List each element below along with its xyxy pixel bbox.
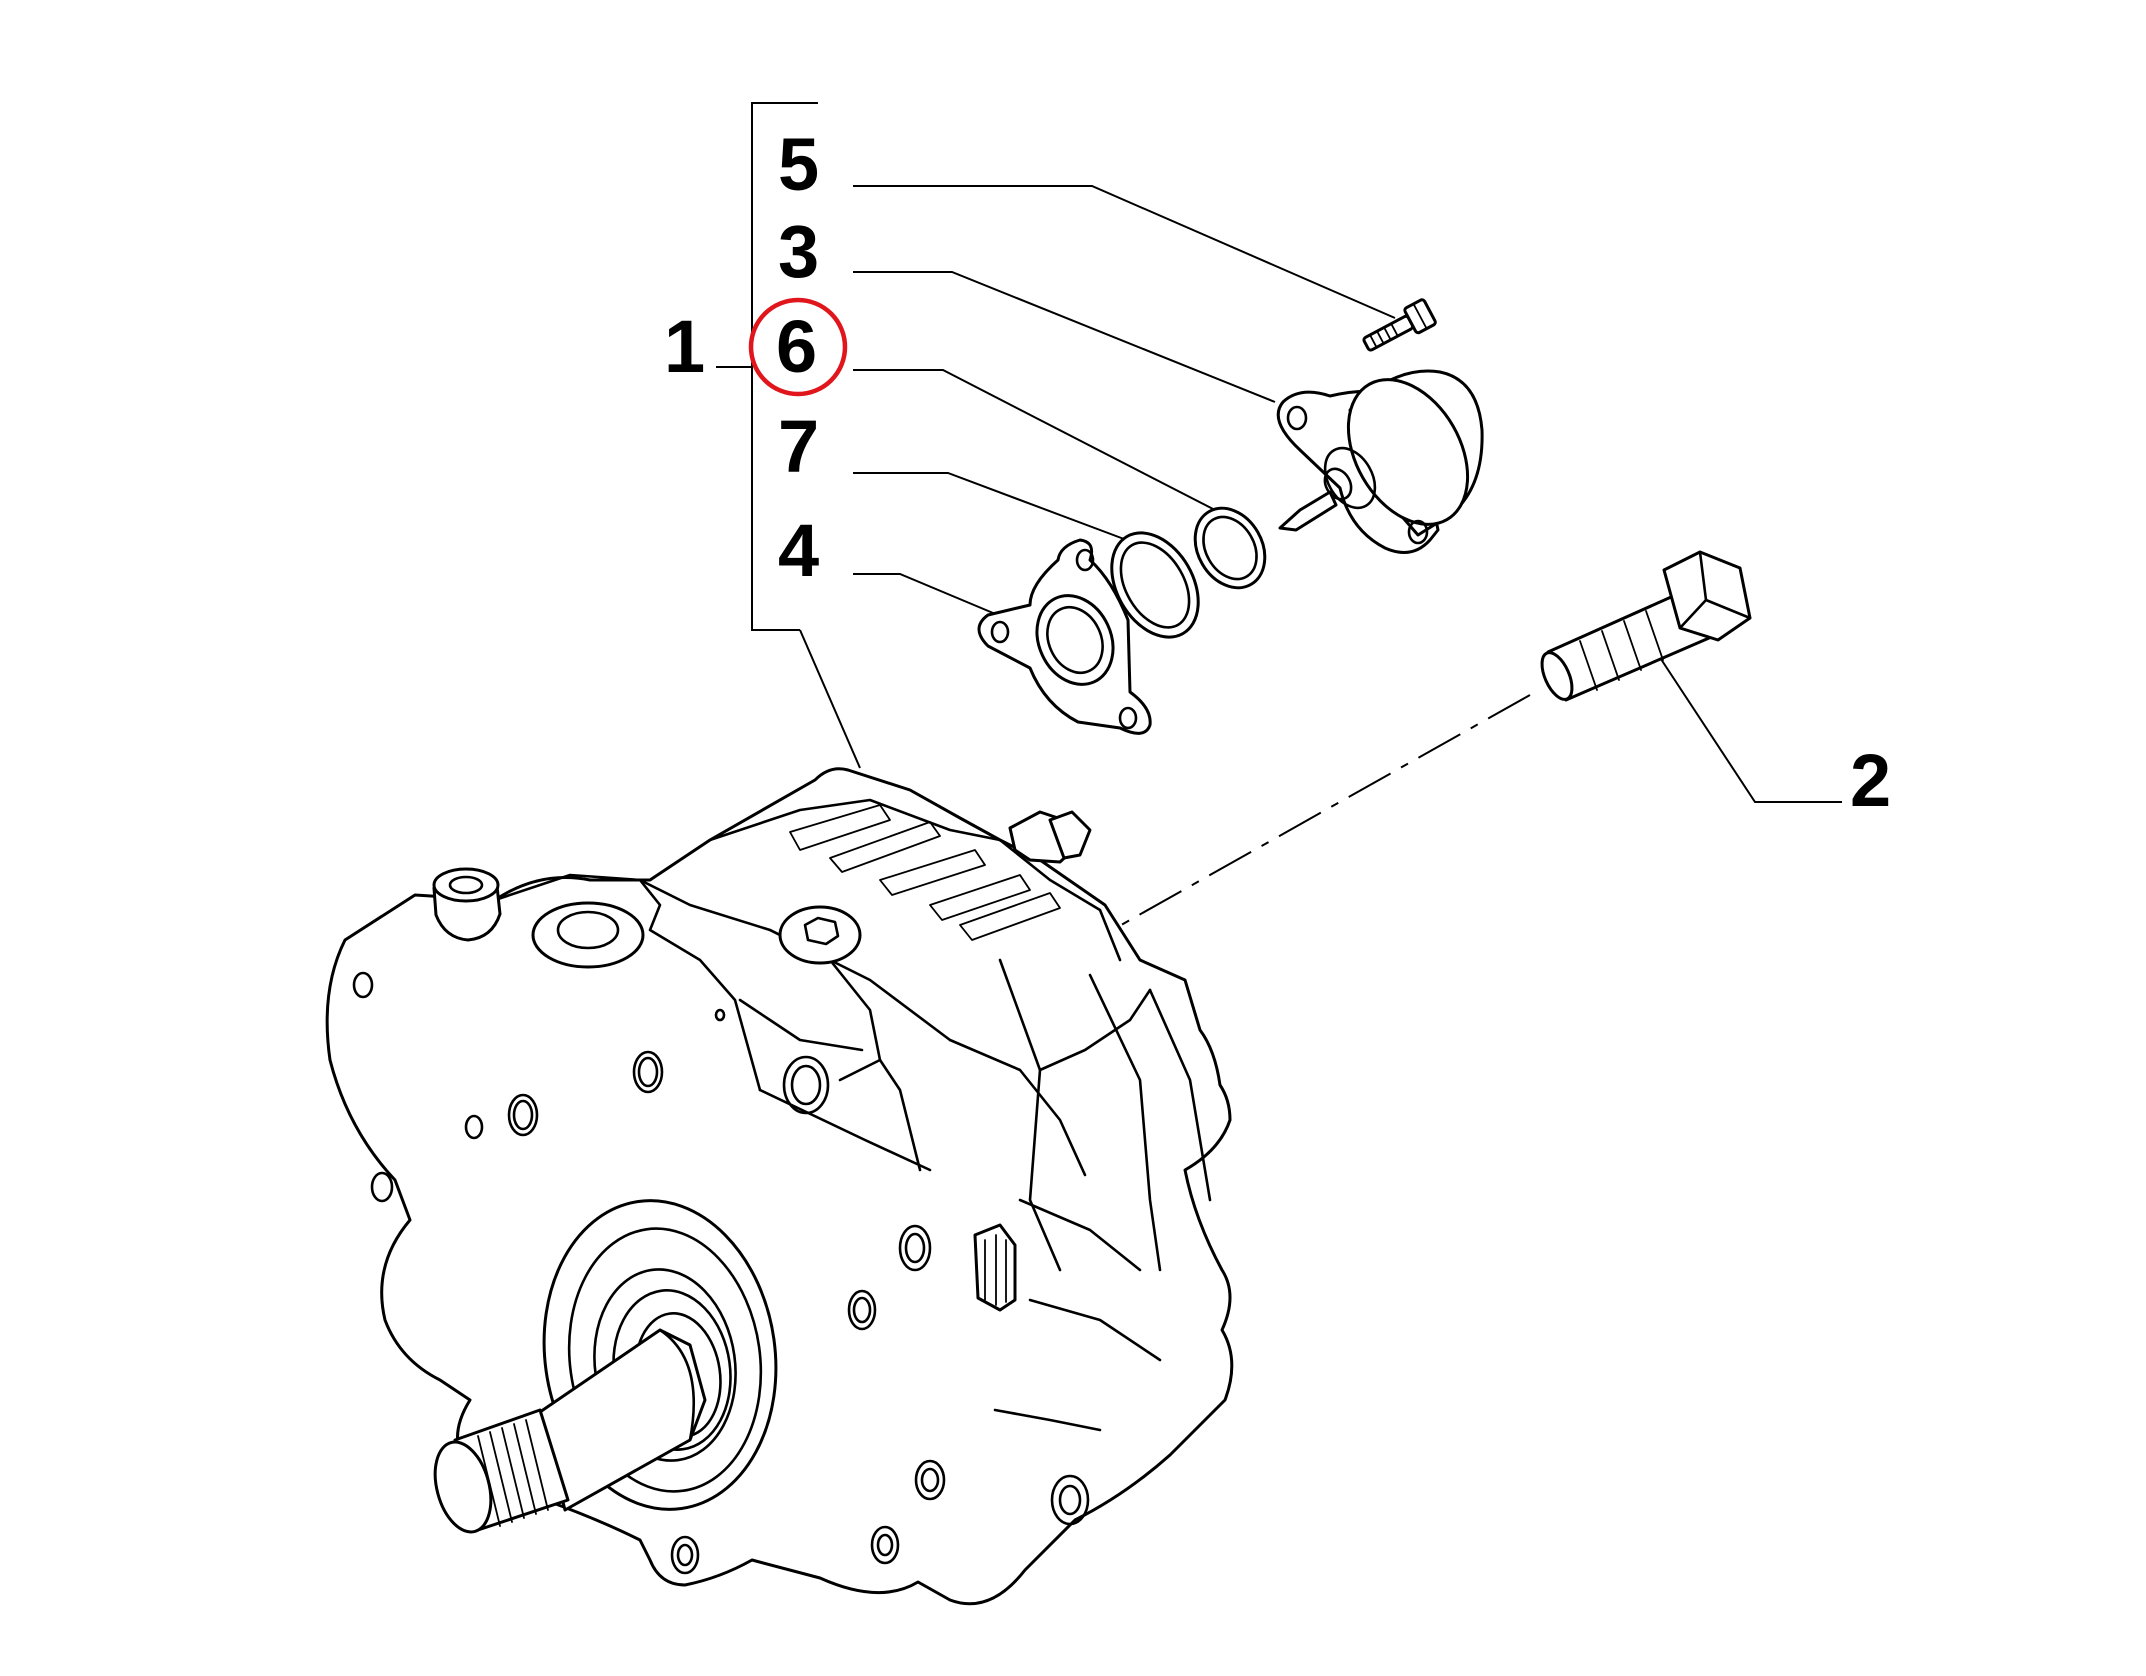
callout-7: 7 [778,405,819,488]
leader-3 [853,271,1276,403]
callout-6: 6 [776,305,817,388]
leader-5 [853,185,1396,319]
leader-6 [853,369,1216,511]
flange-plate [977,538,1152,735]
callout-5: 5 [778,123,819,206]
callout-3: 3 [778,210,819,293]
leader-lines [853,185,1842,1056]
callout-1: 1 [664,305,705,388]
bolt-large [1540,550,1752,702]
center-axis-dashed [889,694,1531,1056]
o-ring-small [1193,506,1267,590]
pressure-regulator [1276,369,1484,554]
pump-body [325,767,1234,1606]
callout-2: 2 [1850,739,1891,822]
callout-4: 4 [778,509,819,592]
leader-2 [1654,649,1842,803]
leader-4 [853,573,1006,619]
bolt-small [1362,298,1437,352]
callout-labels: 5 3 1 6 7 4 2 [664,123,1891,822]
assembly-bracket [716,102,861,769]
highlight-circle [748,297,848,397]
leader-7 [853,472,1141,546]
